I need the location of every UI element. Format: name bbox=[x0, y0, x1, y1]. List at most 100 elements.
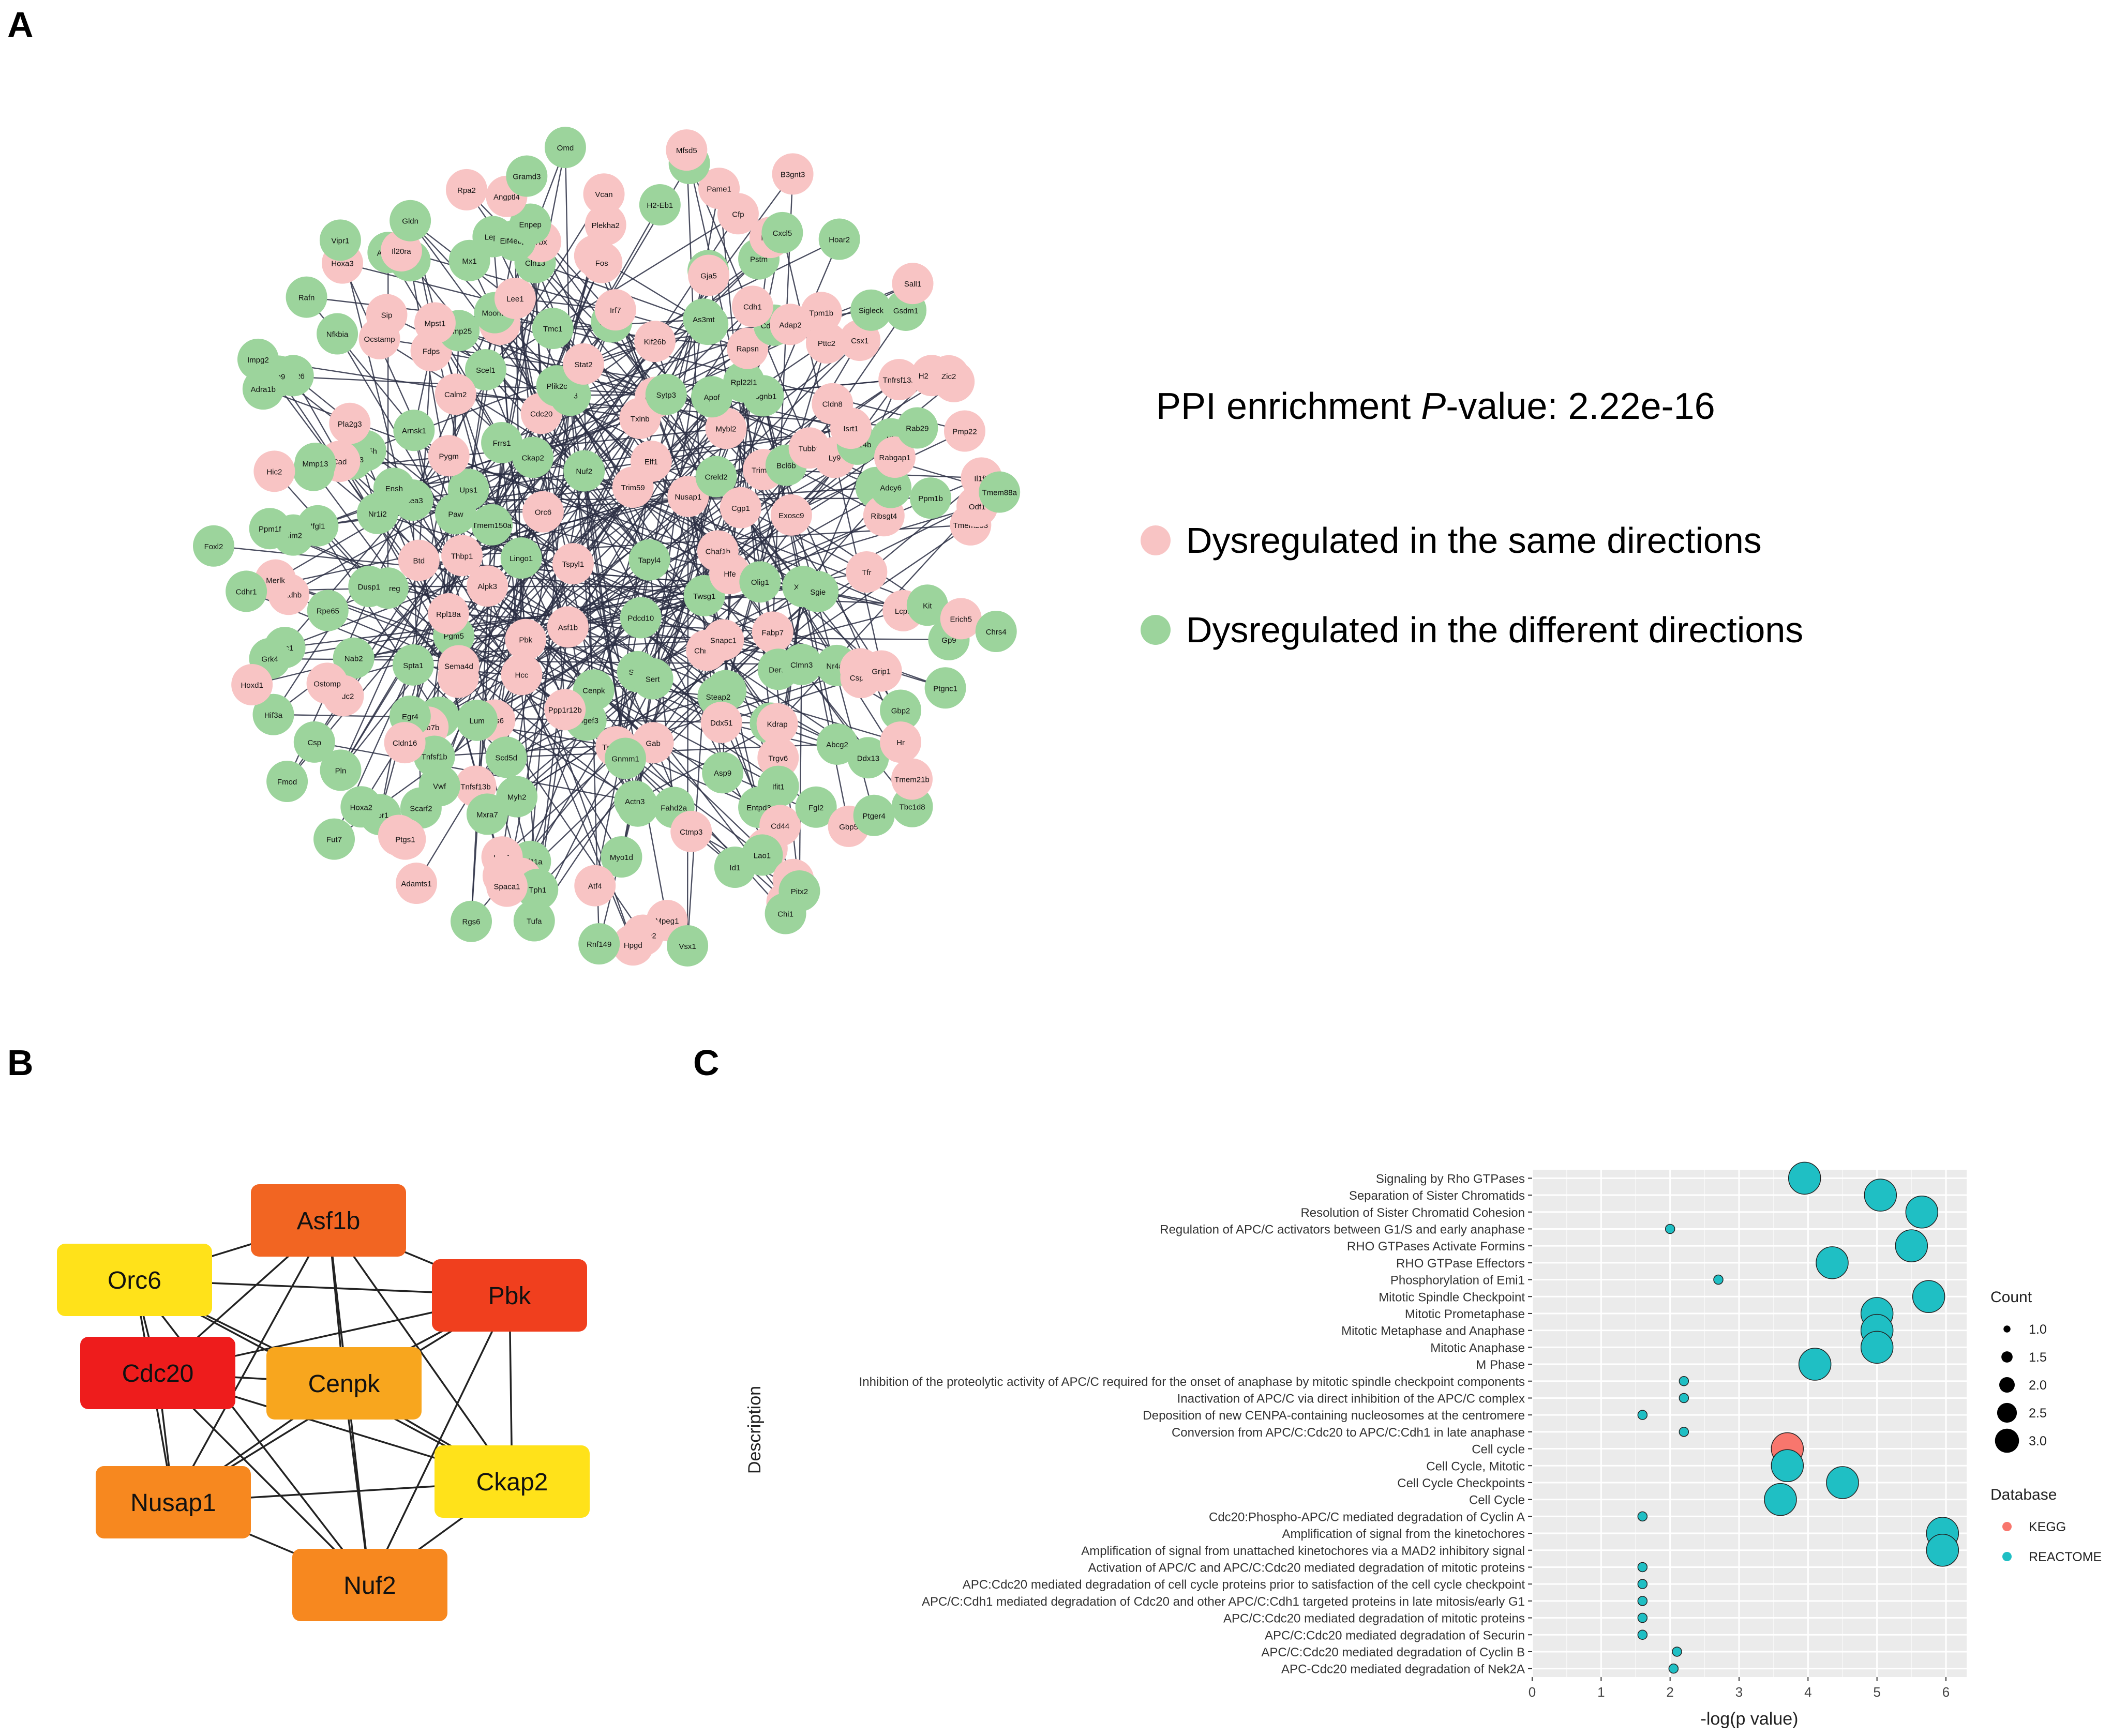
network-node: Ddx51 bbox=[700, 701, 742, 743]
network-node-label: Trgv6 bbox=[768, 754, 788, 763]
network-node-circle bbox=[494, 277, 536, 319]
network-node-label: Vipr1 bbox=[332, 236, 350, 245]
network-node-label: Ppp1r12b bbox=[548, 706, 582, 715]
network-node-label: Pmp22 bbox=[952, 428, 977, 436]
network-node: Fabp7 bbox=[752, 611, 793, 653]
network-node-label: Fos bbox=[595, 259, 608, 268]
plot-grid bbox=[1531, 1170, 1967, 1677]
panel-a-label: A bbox=[7, 5, 34, 45]
network-node-circle bbox=[513, 900, 555, 942]
y-tick-label: Cell Cycle, Mitotic bbox=[1426, 1459, 1525, 1473]
hub-node-label: Cdc20 bbox=[122, 1360, 194, 1387]
network-node: Mfsd5 bbox=[666, 129, 708, 171]
network-node: Pmp22 bbox=[943, 410, 985, 452]
network-node-circle bbox=[506, 155, 548, 197]
network-node-label: Gsdm1 bbox=[893, 307, 918, 315]
network-node-circle bbox=[467, 565, 508, 607]
data-point bbox=[1672, 1647, 1682, 1657]
network-node-label: Il20ra bbox=[392, 247, 411, 256]
y-tick-label: Cell Cycle bbox=[1469, 1493, 1525, 1507]
network-node: Tmem150a bbox=[471, 504, 513, 546]
hub-node-label: Ckap2 bbox=[476, 1469, 548, 1496]
network-node: Cldn16 bbox=[384, 722, 426, 764]
network-node-label: Actn3 bbox=[625, 797, 645, 806]
hub-node-box bbox=[80, 1337, 235, 1409]
network-node-circle bbox=[583, 173, 625, 215]
network-node: Ppp1r12b bbox=[544, 689, 586, 731]
network-node-label: Thbp1 bbox=[451, 552, 473, 561]
network-node-label: Cldn16 bbox=[393, 739, 417, 748]
network-node-circle bbox=[756, 703, 798, 745]
network-node-label: Ppm1f bbox=[259, 525, 281, 534]
y-tick-label: Conversion from APC/C:Cdc20 to APC/C:Cdh… bbox=[1172, 1426, 1525, 1440]
network-node: Sall1 bbox=[892, 263, 934, 305]
network-node: Tfr bbox=[846, 551, 888, 593]
x-tick-label: 1 bbox=[1597, 1684, 1605, 1700]
network-node-label: Frrs1 bbox=[493, 439, 511, 448]
hub-node-nusap1: Nusap1 bbox=[96, 1466, 251, 1538]
network-node: Pbk bbox=[505, 618, 547, 660]
ppi-p-italic: P bbox=[1421, 386, 1446, 427]
network-node-label: Nuf2 bbox=[576, 467, 592, 476]
y-axis-title: Description bbox=[745, 1386, 765, 1474]
network-node: Pygm bbox=[428, 435, 470, 477]
network-node: Foxl2 bbox=[192, 525, 234, 567]
network-node: Dusp1 bbox=[348, 566, 390, 608]
hub-node-ckap2: Ckap2 bbox=[435, 1445, 590, 1518]
network-node-label: Bcl6b bbox=[776, 462, 796, 471]
network-node: Plekha2 bbox=[585, 204, 626, 246]
network-edge bbox=[487, 581, 761, 815]
network-node-circle bbox=[456, 699, 498, 741]
y-tick-label: Separation of Sister Chromatids bbox=[1349, 1189, 1525, 1203]
network-node-circle bbox=[683, 298, 725, 340]
network-node-label: Mpst1 bbox=[424, 319, 445, 328]
network-node-circle bbox=[266, 761, 308, 803]
network-node-circle bbox=[294, 442, 336, 484]
legend-database-dot bbox=[2002, 1522, 2012, 1531]
network-node-circle bbox=[594, 289, 636, 331]
network-node-label: Sip bbox=[381, 311, 393, 320]
network-node: Rnf149 bbox=[578, 923, 620, 965]
y-tick-label: Inactivation of APC/C via direct inhibit… bbox=[1177, 1392, 1525, 1406]
network-node: Lingo1 bbox=[500, 537, 542, 579]
network-node-circle bbox=[581, 241, 623, 283]
network-node-circle bbox=[333, 637, 375, 679]
network-node-circle bbox=[485, 736, 527, 778]
network-node: Scarf2 bbox=[400, 787, 442, 829]
network-edge bbox=[516, 631, 773, 797]
network-node-label: Merlk bbox=[266, 577, 285, 585]
network-node: Rab29 bbox=[896, 407, 938, 449]
network-node-circle bbox=[645, 373, 687, 415]
network-node-circle bbox=[532, 308, 574, 350]
network-node-circle bbox=[505, 618, 547, 660]
network-node-label: Cxcl5 bbox=[773, 229, 792, 238]
network-node-label: Ribsgt4 bbox=[871, 512, 897, 521]
network-node-label: Lingo1 bbox=[510, 554, 533, 563]
network-node-circle bbox=[757, 765, 799, 807]
plot-points bbox=[1637, 1161, 1959, 1674]
network-node: Nfkbia bbox=[317, 313, 358, 355]
network-node-circle bbox=[739, 561, 781, 603]
network-node-circle bbox=[891, 758, 933, 800]
y-tick-label: Phosphorylation of Emi1 bbox=[1390, 1274, 1525, 1288]
network-node-label: Pla2g3 bbox=[338, 420, 362, 429]
network-node-label: Ddx51 bbox=[710, 719, 732, 728]
network-node-circle bbox=[667, 925, 709, 967]
network-node-label: Csp bbox=[307, 738, 321, 747]
network-node: Stat2 bbox=[563, 343, 605, 385]
network-node-circle bbox=[975, 610, 1017, 652]
network-node-label: Ddx13 bbox=[857, 754, 879, 763]
data-point bbox=[1764, 1483, 1797, 1516]
network-node-label: Kif26b bbox=[644, 338, 666, 346]
network-node: Clmn3 bbox=[781, 643, 822, 685]
y-tick-label: APC:Cdc20 mediated degradation of cell c… bbox=[963, 1578, 1525, 1592]
network-node-label: Hr bbox=[896, 738, 905, 747]
y-tick-label: Cell cycle bbox=[1472, 1443, 1525, 1457]
data-point bbox=[1816, 1246, 1849, 1279]
network-node-label: As3mt bbox=[693, 315, 715, 324]
network-node: Tmem88a bbox=[979, 471, 1021, 513]
data-point bbox=[1905, 1196, 1939, 1229]
network-node-circle bbox=[384, 818, 426, 860]
network-node-label: Ostomp bbox=[313, 680, 341, 688]
